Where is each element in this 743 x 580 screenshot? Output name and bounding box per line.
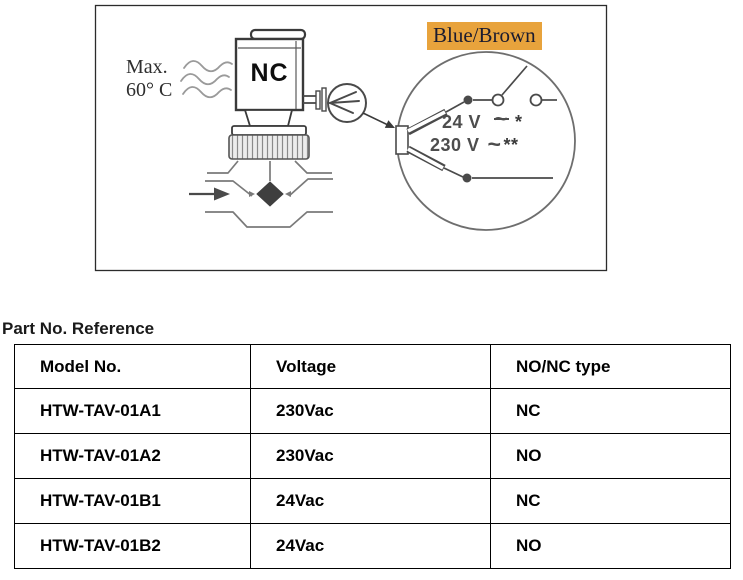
heat-waves-icon (180, 60, 233, 99)
table-row: HTW-TAV-01A2 230Vac NO (14, 433, 731, 479)
wire-color-label: Blue/Brown (427, 22, 542, 50)
header-voltage: Voltage (250, 344, 491, 389)
table-row: HTW-TAV-01B1 24Vac NC (14, 478, 731, 524)
voltage-230-footnote: ** (503, 135, 519, 155)
model-no-cell: HTW-TAV-01B2 (14, 523, 251, 569)
zoom-arrow-icon (362, 112, 395, 128)
valve-body-graphic (205, 160, 333, 228)
actuator-nc-label: NC (250, 59, 289, 87)
wire-terminal-dot (463, 95, 473, 105)
voltage-24-text: 24 V (442, 112, 482, 132)
voltage-24-footnote: * (515, 112, 523, 132)
voltage-24-label: 24 V ~ * (442, 106, 523, 133)
header-nonc-type: NO/NC type (490, 344, 731, 389)
table-row: HTW-TAV-01B2 24Vac NO (14, 523, 731, 569)
voltage-230-text: 230 V (430, 135, 480, 155)
voltage-cell: 230Vac (250, 433, 491, 479)
wiring-detail-circle (395, 51, 576, 231)
flow-arrow-icon (189, 187, 230, 201)
valve-nut-graphic (228, 134, 310, 160)
voltage-cell: 24Vac (250, 523, 491, 569)
nonc-cell: NO (490, 433, 731, 479)
voltage-cell: 230Vac (250, 388, 491, 434)
nonc-cell: NC (490, 388, 731, 434)
model-no-cell: HTW-TAV-01A2 (14, 433, 251, 479)
table-header-row: Model No. Voltage NO/NC type (14, 344, 731, 389)
switch-contact-open (491, 93, 505, 107)
model-no-cell: HTW-TAV-01A1 (14, 388, 251, 434)
voltage-230-label: 230 V ~ ** (430, 131, 519, 157)
table-row: HTW-TAV-01A1 230Vac NC (14, 388, 731, 434)
ac-symbol: ~ (487, 131, 502, 157)
wire-terminal-dot-2 (462, 173, 472, 183)
switch-lever (501, 65, 528, 96)
part-reference-heading: Part No. Reference (2, 319, 155, 338)
nonc-cell: NO (490, 523, 731, 569)
valve-plug-graphic (256, 181, 284, 207)
max-temp-label: Max. 60° C (126, 56, 172, 102)
model-no-cell: HTW-TAV-01B1 (14, 478, 251, 524)
acdc-symbol: ~ (493, 106, 509, 131)
header-model-no: Model No. (14, 344, 251, 389)
voltage-cell: 24Vac (250, 478, 491, 524)
cable-entry-graphic (395, 125, 409, 155)
nonc-cell: NC (490, 478, 731, 524)
cable-connector-graphic (303, 83, 367, 123)
switch-contact-open-2 (529, 93, 543, 107)
actuator-graphic (228, 28, 310, 160)
max-temp-line2: 60° C (126, 79, 173, 101)
max-temp-line1: Max. (126, 56, 168, 78)
part-reference-table: Model No. Voltage NO/NC type HTW-TAV-01A… (14, 344, 731, 569)
